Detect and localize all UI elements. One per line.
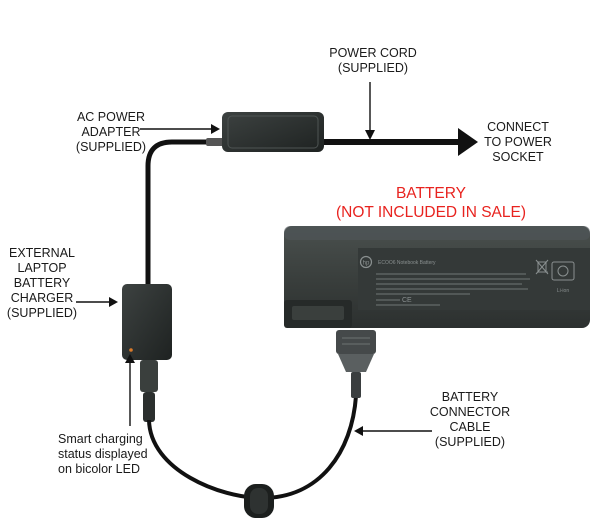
ferrite-bead — [244, 484, 274, 518]
connector-cable-label-line1: BATTERY — [441, 390, 499, 404]
ac-adapter-label-line2: ADAPTER — [81, 125, 141, 139]
power-cord-label: POWER CORD (SUPPLIED) — [318, 46, 428, 76]
li-ion-text: Li-ion — [557, 288, 569, 294]
ac-power-adapter — [222, 112, 324, 152]
charger-label-line2: LAPTOP — [17, 261, 67, 275]
power-cord-label-line2: (SUPPLIED) — [337, 61, 409, 75]
connector-cable-label-line3: CABLE — [449, 420, 491, 434]
battery-connector-cable — [147, 395, 358, 501]
charger-label-line5: (SUPPLIED) — [6, 306, 78, 320]
connector-cable-label-line2: CONNECTOR — [429, 405, 511, 419]
led-status-label-line2: status displayed — [58, 447, 148, 461]
battery-label-line2: (NOT INCLUDED IN SALE) — [335, 204, 527, 221]
connector-cable-label-line4: (SUPPLIED) — [434, 435, 506, 449]
charger-label-line1: EXTERNAL — [9, 246, 75, 260]
led-status-label-line1: Smart charging — [58, 432, 143, 446]
battery-label: BATTERY (NOT INCLUDED IN SALE) — [326, 184, 536, 222]
charger-output-connector — [140, 360, 158, 422]
battery-plug — [336, 330, 376, 398]
charger-label-line4: CHARGER — [10, 291, 74, 305]
ce-mark-icon: CE — [402, 297, 412, 304]
battery-fine-print — [376, 271, 548, 306]
ac-adapter-label-line1: AC POWER — [76, 110, 146, 124]
power-socket-arrow — [458, 128, 478, 156]
connect-socket-label-line3: SOCKET — [492, 150, 544, 164]
charger-label-line3: BATTERY — [13, 276, 71, 290]
dc-cable-strain-relief — [206, 138, 224, 146]
weee-bin-icon — [535, 259, 549, 275]
svg-text:hp: hp — [363, 261, 370, 267]
external-battery-charger — [122, 284, 172, 360]
power-cord-label-line1: POWER CORD — [329, 46, 417, 60]
charger-label: EXTERNAL LAPTOP BATTERY CHARGER (SUPPLIE… — [4, 246, 80, 321]
connect-socket-label: CONNECT TO POWER SOCKET — [478, 120, 558, 165]
annotation-arrows — [76, 82, 432, 436]
led-status-label-line3: on bicolor LED — [58, 462, 140, 476]
connector-cable-label: BATTERY CONNECTOR CABLE (SUPPLIED) — [420, 390, 520, 450]
battery-label-line1: BATTERY — [395, 185, 467, 202]
connect-socket-label-line1: CONNECT — [487, 120, 549, 134]
recycle-icon: Li-ion — [551, 261, 575, 294]
laptop-battery: hp ECOO6 Notebook Battery CE Li-ion — [284, 226, 590, 328]
ac-adapter-label: AC POWER ADAPTER (SUPPLIED) — [66, 110, 156, 155]
battery-model-text: ECOO6 Notebook Battery — [378, 260, 436, 266]
adapter-dc-cable — [145, 139, 222, 288]
svg-text:CE: CE — [402, 297, 412, 304]
ac-adapter-label-line3: (SUPPLIED) — [75, 140, 147, 154]
bicolor-led — [129, 348, 133, 352]
connect-socket-label-line2: TO POWER — [484, 135, 552, 149]
led-status-label: Smart charging status displayed on bicol… — [58, 432, 154, 477]
